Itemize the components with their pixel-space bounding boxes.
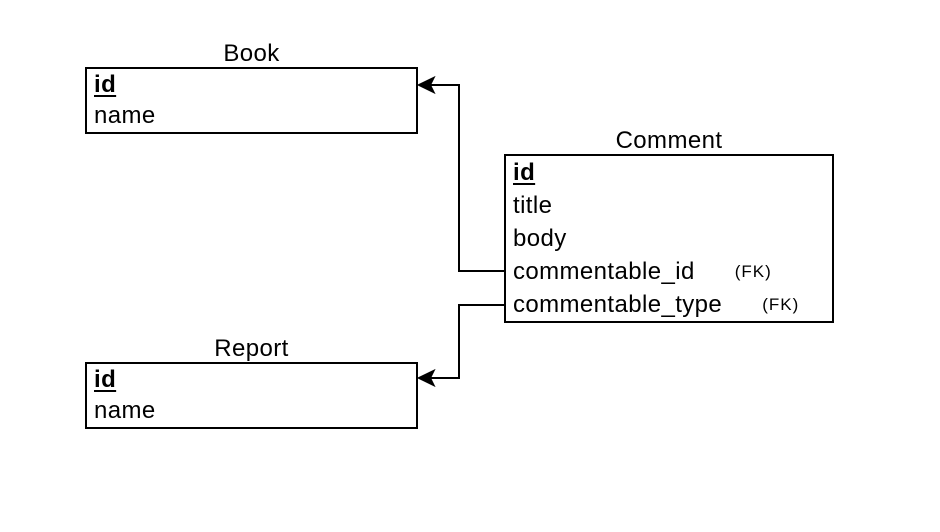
entity-comment: Comment id title body commentable_id (FK… (504, 129, 834, 323)
field-name: body (513, 224, 567, 252)
field-row-comment-commentable-id: commentable_id (FK) (506, 255, 832, 288)
field-name-pk: id (94, 70, 117, 98)
field-row-comment-commentable-type: commentable_type (FK) (506, 288, 832, 321)
entity-title-report: Report (214, 335, 289, 362)
field-name: title (513, 191, 553, 219)
fk-badge: (FK) (734, 261, 772, 281)
field-row-report-id: id (87, 364, 416, 396)
field-name: commentable_id (513, 257, 695, 285)
field-row-comment-title: title (506, 189, 832, 222)
entity-title-book: Book (223, 40, 280, 67)
field-name: name (94, 102, 156, 130)
field-name-pk: id (513, 158, 536, 186)
field-row-comment-body: body (506, 222, 832, 255)
field-row-book-name: name (87, 101, 416, 133)
field-row-report-name: name (87, 396, 416, 428)
block-arrowhead-icon (416, 75, 436, 95)
entity-report: Report id name (85, 337, 418, 429)
field-name: commentable_type (513, 290, 723, 318)
block-arrowhead-icon (416, 368, 436, 388)
entity-title-comment: Comment (615, 127, 723, 154)
fk-badge: (FK) (762, 294, 800, 314)
field-row-book-id: id (87, 69, 416, 101)
field-name: name (94, 397, 156, 425)
connector-comment-to-book (429, 84, 505, 272)
field-name-pk: id (94, 365, 117, 393)
connector-comment-to-report (429, 304, 505, 379)
field-row-comment-id: id (506, 156, 832, 189)
entity-book: Book id name (85, 42, 418, 134)
